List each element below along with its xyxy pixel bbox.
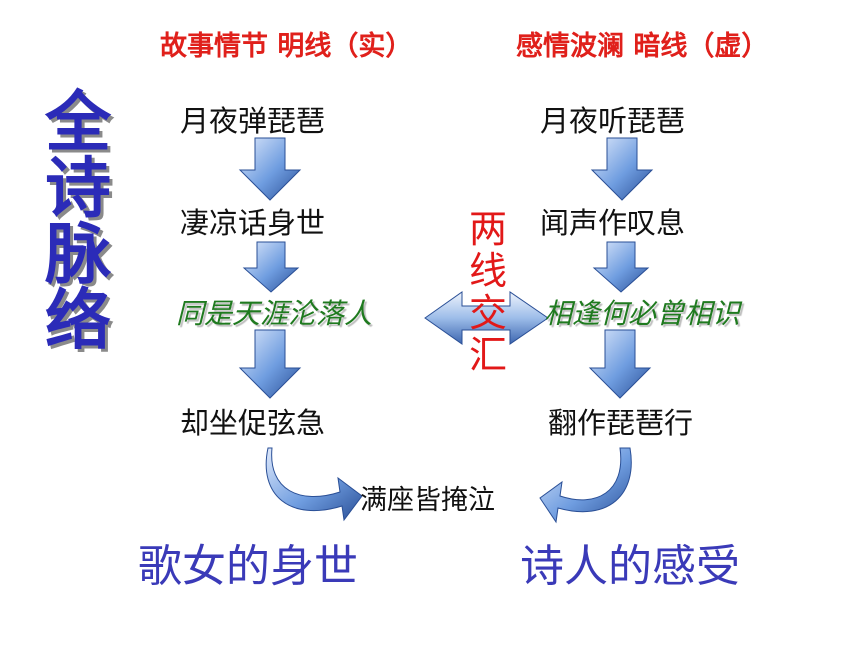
down-arrow-right-2 [592,241,650,293]
left-node-4: 却坐促弦急 [180,406,326,440]
down-arrow-right-3 [588,329,652,399]
down-arrow-left-3 [238,329,302,399]
center-label: 两线交汇 [468,207,507,377]
left-node-2: 凄凉话身世 [180,206,326,240]
double-arrow-converge [424,291,549,345]
right-node-4: 翻作琵琶行 [548,406,694,440]
merge-node: 满座皆掩泣 [360,485,495,516]
side-title: 全诗脉络 [45,84,111,359]
footer-right: 诗人的感受 [520,541,740,592]
down-arrow-left-1 [238,137,302,201]
footer-left: 歌女的身世 [138,541,358,592]
down-arrow-left-2 [242,241,300,293]
curved-arrow-right [539,447,632,524]
header-plot-line: 故事情节 明线（实） [160,31,413,62]
right-node-3: 相逢何必曾相识 [544,297,741,330]
left-node-1: 月夜弹琵琶 [180,104,326,138]
down-arrow-right-1 [590,137,654,201]
right-node-2: 闻声作叹息 [540,206,686,240]
curved-arrow-left [265,447,363,522]
left-node-3: 同是天涯沦落人 [176,297,373,330]
right-node-1: 月夜听琵琶 [540,104,686,138]
header-emotion-line: 感情波澜 暗线（虚） [516,31,769,62]
